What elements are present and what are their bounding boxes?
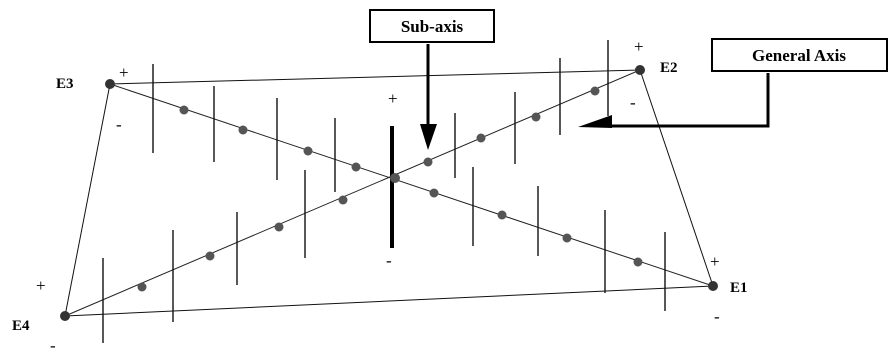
sub-axis-callout-label: Sub-axis: [401, 17, 464, 36]
frame-edge-top: [109, 69, 641, 85]
plus-sign: +: [710, 252, 720, 271]
minus-sign: -: [714, 307, 720, 326]
node-label-e1: E1: [730, 280, 748, 296]
axis-dots: [137, 86, 643, 292]
tick-marks: [102, 40, 666, 343]
axis-dot: [531, 112, 541, 122]
frame-edge-left: [64, 83, 111, 317]
node-label-e2: E2: [660, 60, 678, 76]
axis-dot: [351, 162, 361, 172]
frame-edge-right: [639, 69, 714, 287]
minus-sign: -: [116, 115, 122, 134]
minus-sign: -: [50, 336, 56, 354]
axis-dot: [238, 125, 248, 135]
axis-dot: [338, 195, 348, 205]
node-label-e3: E3: [56, 76, 74, 92]
plus-sign: +: [634, 37, 644, 56]
plus-sign: +: [119, 63, 129, 82]
node-e1: [708, 281, 718, 291]
axis-dot: [390, 173, 400, 183]
node-e3: [105, 79, 115, 89]
general-axis-e3-e1: [109, 83, 714, 287]
axis-dot: [429, 188, 439, 198]
sub-axis-callout-box: [369, 9, 495, 43]
axis-dot: [562, 233, 572, 243]
minus-sign: -: [630, 93, 636, 112]
corner-nodes: [60, 65, 718, 321]
axis-dot: [476, 133, 486, 143]
axis-dot: [303, 146, 313, 156]
axis-dot: [423, 157, 433, 167]
sub-axis-arrowhead: [420, 124, 437, 150]
axis-dot: [590, 86, 600, 96]
plus-sign: +: [388, 89, 398, 108]
general-axis-callout-box: [711, 38, 888, 72]
axis-dot: [179, 105, 189, 115]
general-axis-arrowhead: [578, 115, 612, 128]
frame-edge-bottom: [64, 285, 714, 317]
node-e4: [60, 311, 70, 321]
sub-axis-callout: Sub-axis: [369, 9, 495, 150]
axis-dot: [497, 210, 507, 220]
minus-sign: -: [386, 251, 392, 270]
node-label-e4: E4: [12, 318, 30, 334]
axis-dot: [205, 251, 215, 261]
general-axis-callout: General Axis: [578, 38, 888, 128]
plus-sign: +: [36, 276, 46, 295]
general-axis-pointer-line: [604, 73, 770, 128]
axis-dot: [137, 282, 147, 292]
general-axis-e4-e2: [64, 69, 641, 317]
axis-dot: [274, 222, 284, 232]
axis-dot: [633, 257, 643, 267]
general-axis-callout-label: General Axis: [752, 46, 846, 65]
node-e2: [635, 65, 645, 75]
